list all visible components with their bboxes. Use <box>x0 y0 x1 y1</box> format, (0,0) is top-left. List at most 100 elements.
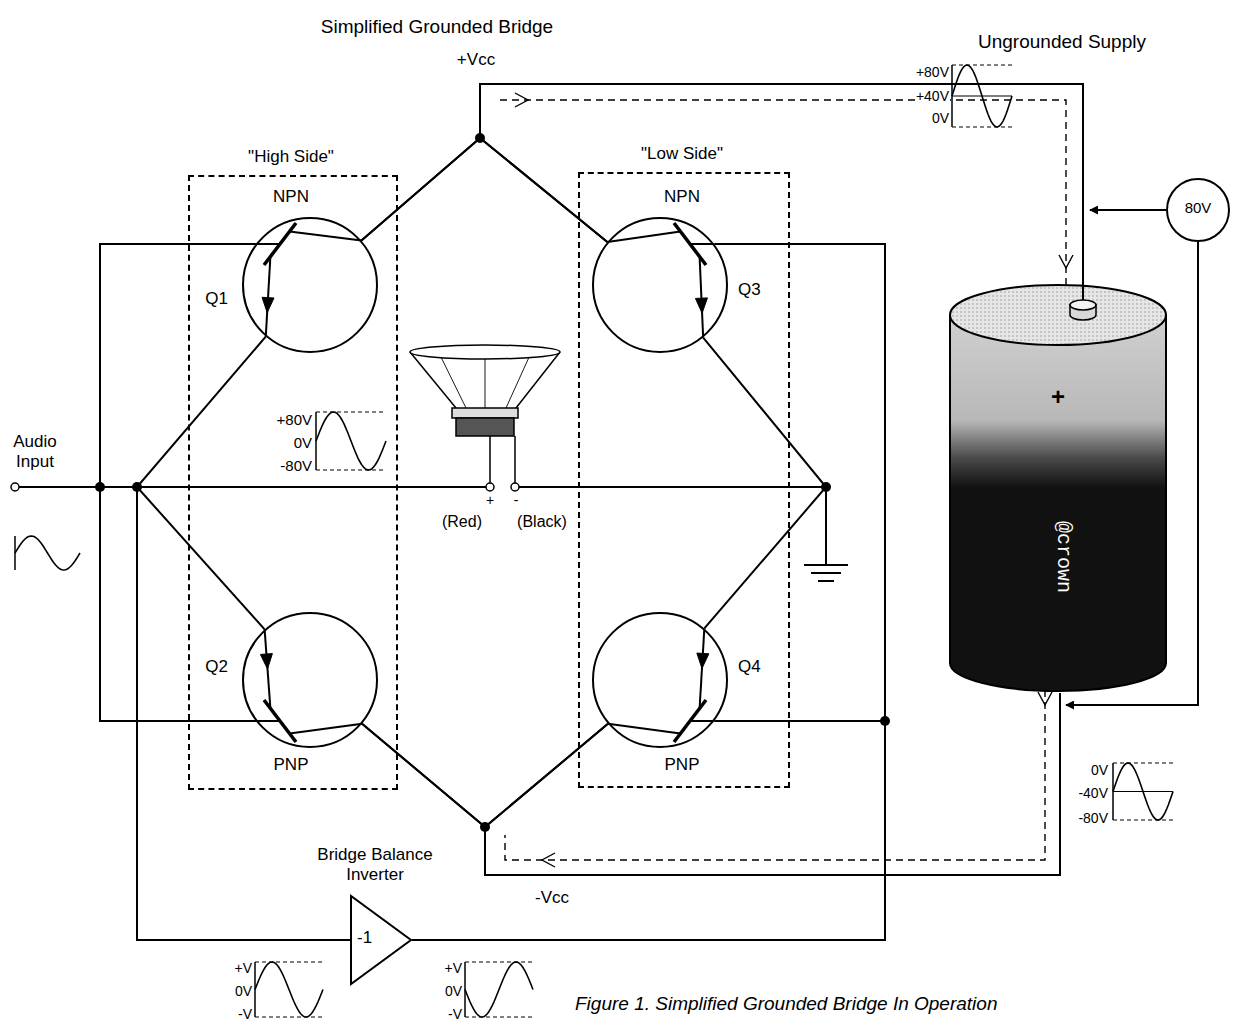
wire <box>480 84 1083 283</box>
voltage-scale: +V <box>212 960 252 977</box>
sine-wave <box>952 65 1012 127</box>
emitter-arrow <box>697 653 709 668</box>
sine-wave <box>255 962 323 1017</box>
voltage-scale: -80V <box>1048 810 1108 827</box>
ground-symbol <box>804 565 848 581</box>
node-outline <box>242 612 378 748</box>
speaker-cone <box>440 355 530 408</box>
part-name: Q4 <box>738 657 768 677</box>
gain-label: -1 <box>357 928 387 948</box>
wire <box>412 244 885 940</box>
transistor-circle <box>1167 179 1229 241</box>
battery-texture <box>951 286 1165 344</box>
inverter-input-wire <box>137 487 350 940</box>
battery-terminal <box>1070 300 1096 310</box>
voltage-scale: -V <box>422 1006 462 1023</box>
waveform-limit <box>316 412 386 413</box>
base-lead <box>690 243 714 245</box>
wire <box>361 138 607 242</box>
base-lead <box>256 720 280 722</box>
ground-wire <box>825 487 827 565</box>
junction-dot <box>95 482 105 492</box>
voltage-scale: 0V <box>931 110 950 127</box>
inverter-triangle <box>351 896 411 984</box>
input-wire <box>19 486 137 488</box>
waveform-limit <box>952 65 1012 66</box>
speaker-cone <box>410 352 560 408</box>
voltage-scale: 0V <box>212 983 252 1000</box>
voltage-scale: 0V <box>1048 762 1108 779</box>
waveform-limit <box>316 470 386 471</box>
waveform-limit <box>465 1017 533 1018</box>
emitter-lead <box>266 257 271 337</box>
transistor: Q4 <box>592 612 728 748</box>
transistor: Q2 <box>242 612 378 748</box>
terminal-color: (Black) <box>507 512 577 531</box>
polarity-mark: + <box>948 383 1168 412</box>
speaker-rim <box>410 345 560 359</box>
speaker-basket <box>452 408 518 418</box>
voltage-scale: +80V <box>915 64 950 81</box>
battery-top <box>950 285 1166 345</box>
terminal-color: (Red) <box>432 512 492 531</box>
type-label: PNP <box>580 755 784 775</box>
waveform-limit <box>952 127 1012 128</box>
node-outline <box>592 612 728 748</box>
wire <box>137 337 266 630</box>
sine-wave <box>1113 763 1173 820</box>
wire <box>362 693 1060 875</box>
waveform-limit <box>465 962 533 963</box>
current-arrow <box>1059 255 1073 268</box>
base-lead <box>256 243 280 245</box>
supply-rail-name: -Vcc <box>522 888 582 908</box>
type-label: NPN <box>190 187 392 207</box>
emitter-arrow <box>695 298 707 313</box>
speaker-terminal <box>486 483 494 491</box>
wire <box>412 721 885 940</box>
emitter-arrow <box>262 297 274 312</box>
diagram-title: Simplified Grounded Bridge <box>237 16 637 39</box>
input-name: Audio Input <box>4 432 66 473</box>
current-arrow <box>1038 692 1052 705</box>
speaker-lead <box>490 436 515 483</box>
low-side-group: Q3Q4"Low Side"NPNPNP <box>578 172 790 788</box>
voltage-source: 80V <box>1166 178 1230 242</box>
wire <box>361 84 1083 283</box>
type-label: NPN <box>580 187 784 207</box>
voltage-scale: +80V <box>252 411 312 429</box>
transistor-circle <box>593 218 727 352</box>
voltage-scale: -V <box>212 1006 252 1023</box>
battery-body <box>950 315 1166 691</box>
type-label: PNP <box>190 755 392 775</box>
part-name: Q2 <box>198 657 228 677</box>
supply-heading: Ungrounded Supply <box>942 31 1182 54</box>
waveform-limit <box>1113 763 1173 764</box>
speaker-magnet <box>456 418 514 436</box>
battery: + @crown <box>948 283 1168 693</box>
transistor-symbols <box>256 223 714 742</box>
sine-wave <box>15 536 80 570</box>
transistor-circle <box>593 613 727 747</box>
voltage-scale: 0V <box>422 983 462 1000</box>
polarity-mark: + <box>483 492 497 509</box>
input-terminal <box>11 483 19 491</box>
brand-text: @crown <box>1051 492 1075 622</box>
transistor: Q1 <box>242 217 378 353</box>
terminal-lead <box>1082 283 1084 300</box>
node-outline <box>592 217 728 353</box>
sine-wave <box>316 412 386 470</box>
supply-rail-name: +Vcc <box>436 50 516 70</box>
inverter-amp: -1 <box>350 895 412 985</box>
waveform-limit <box>255 1017 323 1018</box>
wire <box>703 338 826 629</box>
voltage-scale: +40V <box>915 88 950 105</box>
base-wire <box>100 244 256 721</box>
emitter-arrow <box>260 654 272 669</box>
voltage-value: 80V <box>1166 199 1230 217</box>
transistor-circle <box>243 613 377 747</box>
wire <box>362 724 608 827</box>
voltage-scale: -80V <box>252 457 312 475</box>
transistor: Q3 <box>592 217 728 353</box>
base-lead <box>690 720 714 722</box>
